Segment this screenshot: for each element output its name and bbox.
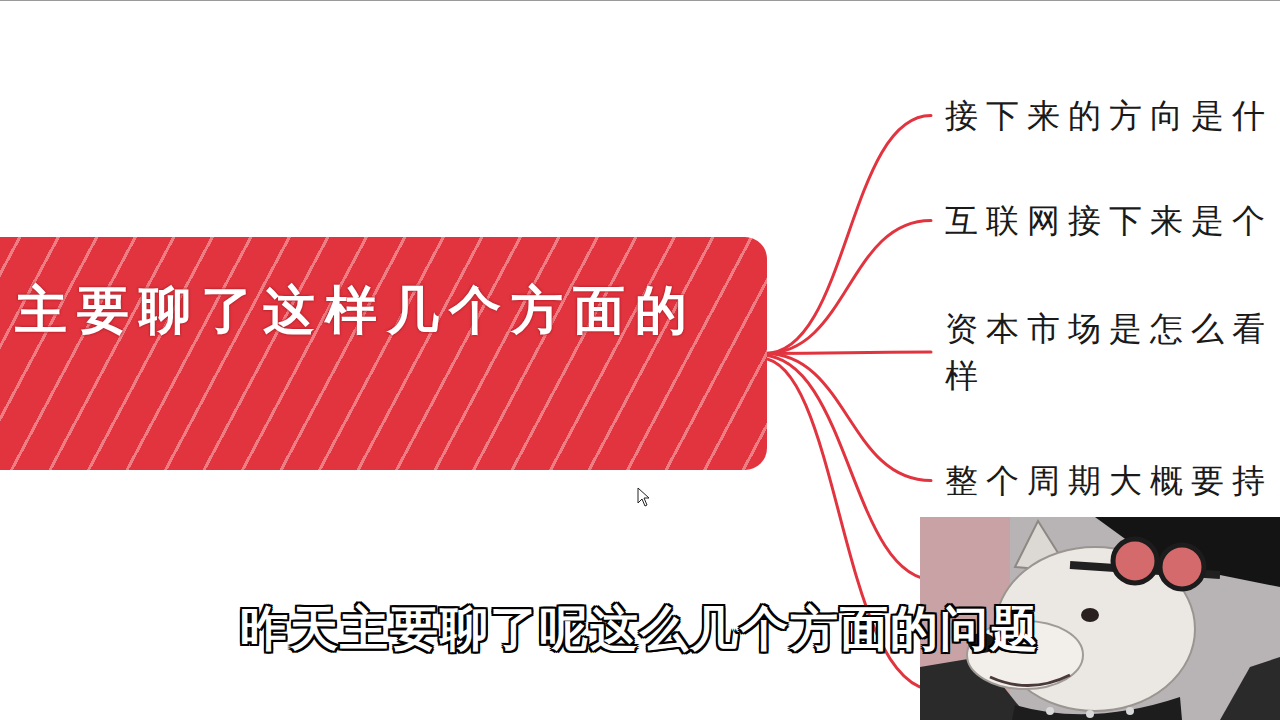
- branch-line: [765, 221, 931, 354]
- branch-line: [765, 354, 931, 481]
- mouse-cursor: [638, 488, 649, 506]
- branch-topic: 接下来的方向是什: [945, 92, 1273, 139]
- branch-topic: 整个周期大概要持: [945, 457, 1273, 504]
- branch-line: [765, 116, 931, 354]
- branch-text: 接下来的方向是什: [945, 92, 1273, 139]
- branch-text: 资本市场是怎么看 样: [945, 305, 1280, 399]
- branch-topic: 互联网接下来是个: [945, 197, 1273, 244]
- collar-stud: [1046, 707, 1054, 715]
- branch-text: 整个周期大概要持: [945, 457, 1273, 504]
- topic-box: 主要聊了这样几个方面的: [0, 237, 767, 470]
- dog-mouth: [990, 675, 1070, 686]
- goggle-lens: [1113, 539, 1157, 583]
- dog-collar: [1012, 697, 1182, 720]
- branch-text: 互联网接下来是个: [945, 197, 1273, 244]
- top-rule: [0, 0, 1280, 1]
- branch-line: [765, 352, 931, 354]
- subtitle-caption: 昨天主要聊了呢这么几个方面的问题: [0, 597, 1280, 661]
- dog-eye: [1081, 608, 1099, 622]
- goggle-lens: [1160, 545, 1204, 589]
- collar-stud: [1126, 707, 1134, 715]
- branch-topic: 资本市场是怎么看 样: [945, 305, 1280, 399]
- jacket: [1220, 657, 1280, 720]
- topic-text: 主要聊了这样几个方面的: [15, 279, 747, 341]
- collar-stud: [1086, 710, 1094, 718]
